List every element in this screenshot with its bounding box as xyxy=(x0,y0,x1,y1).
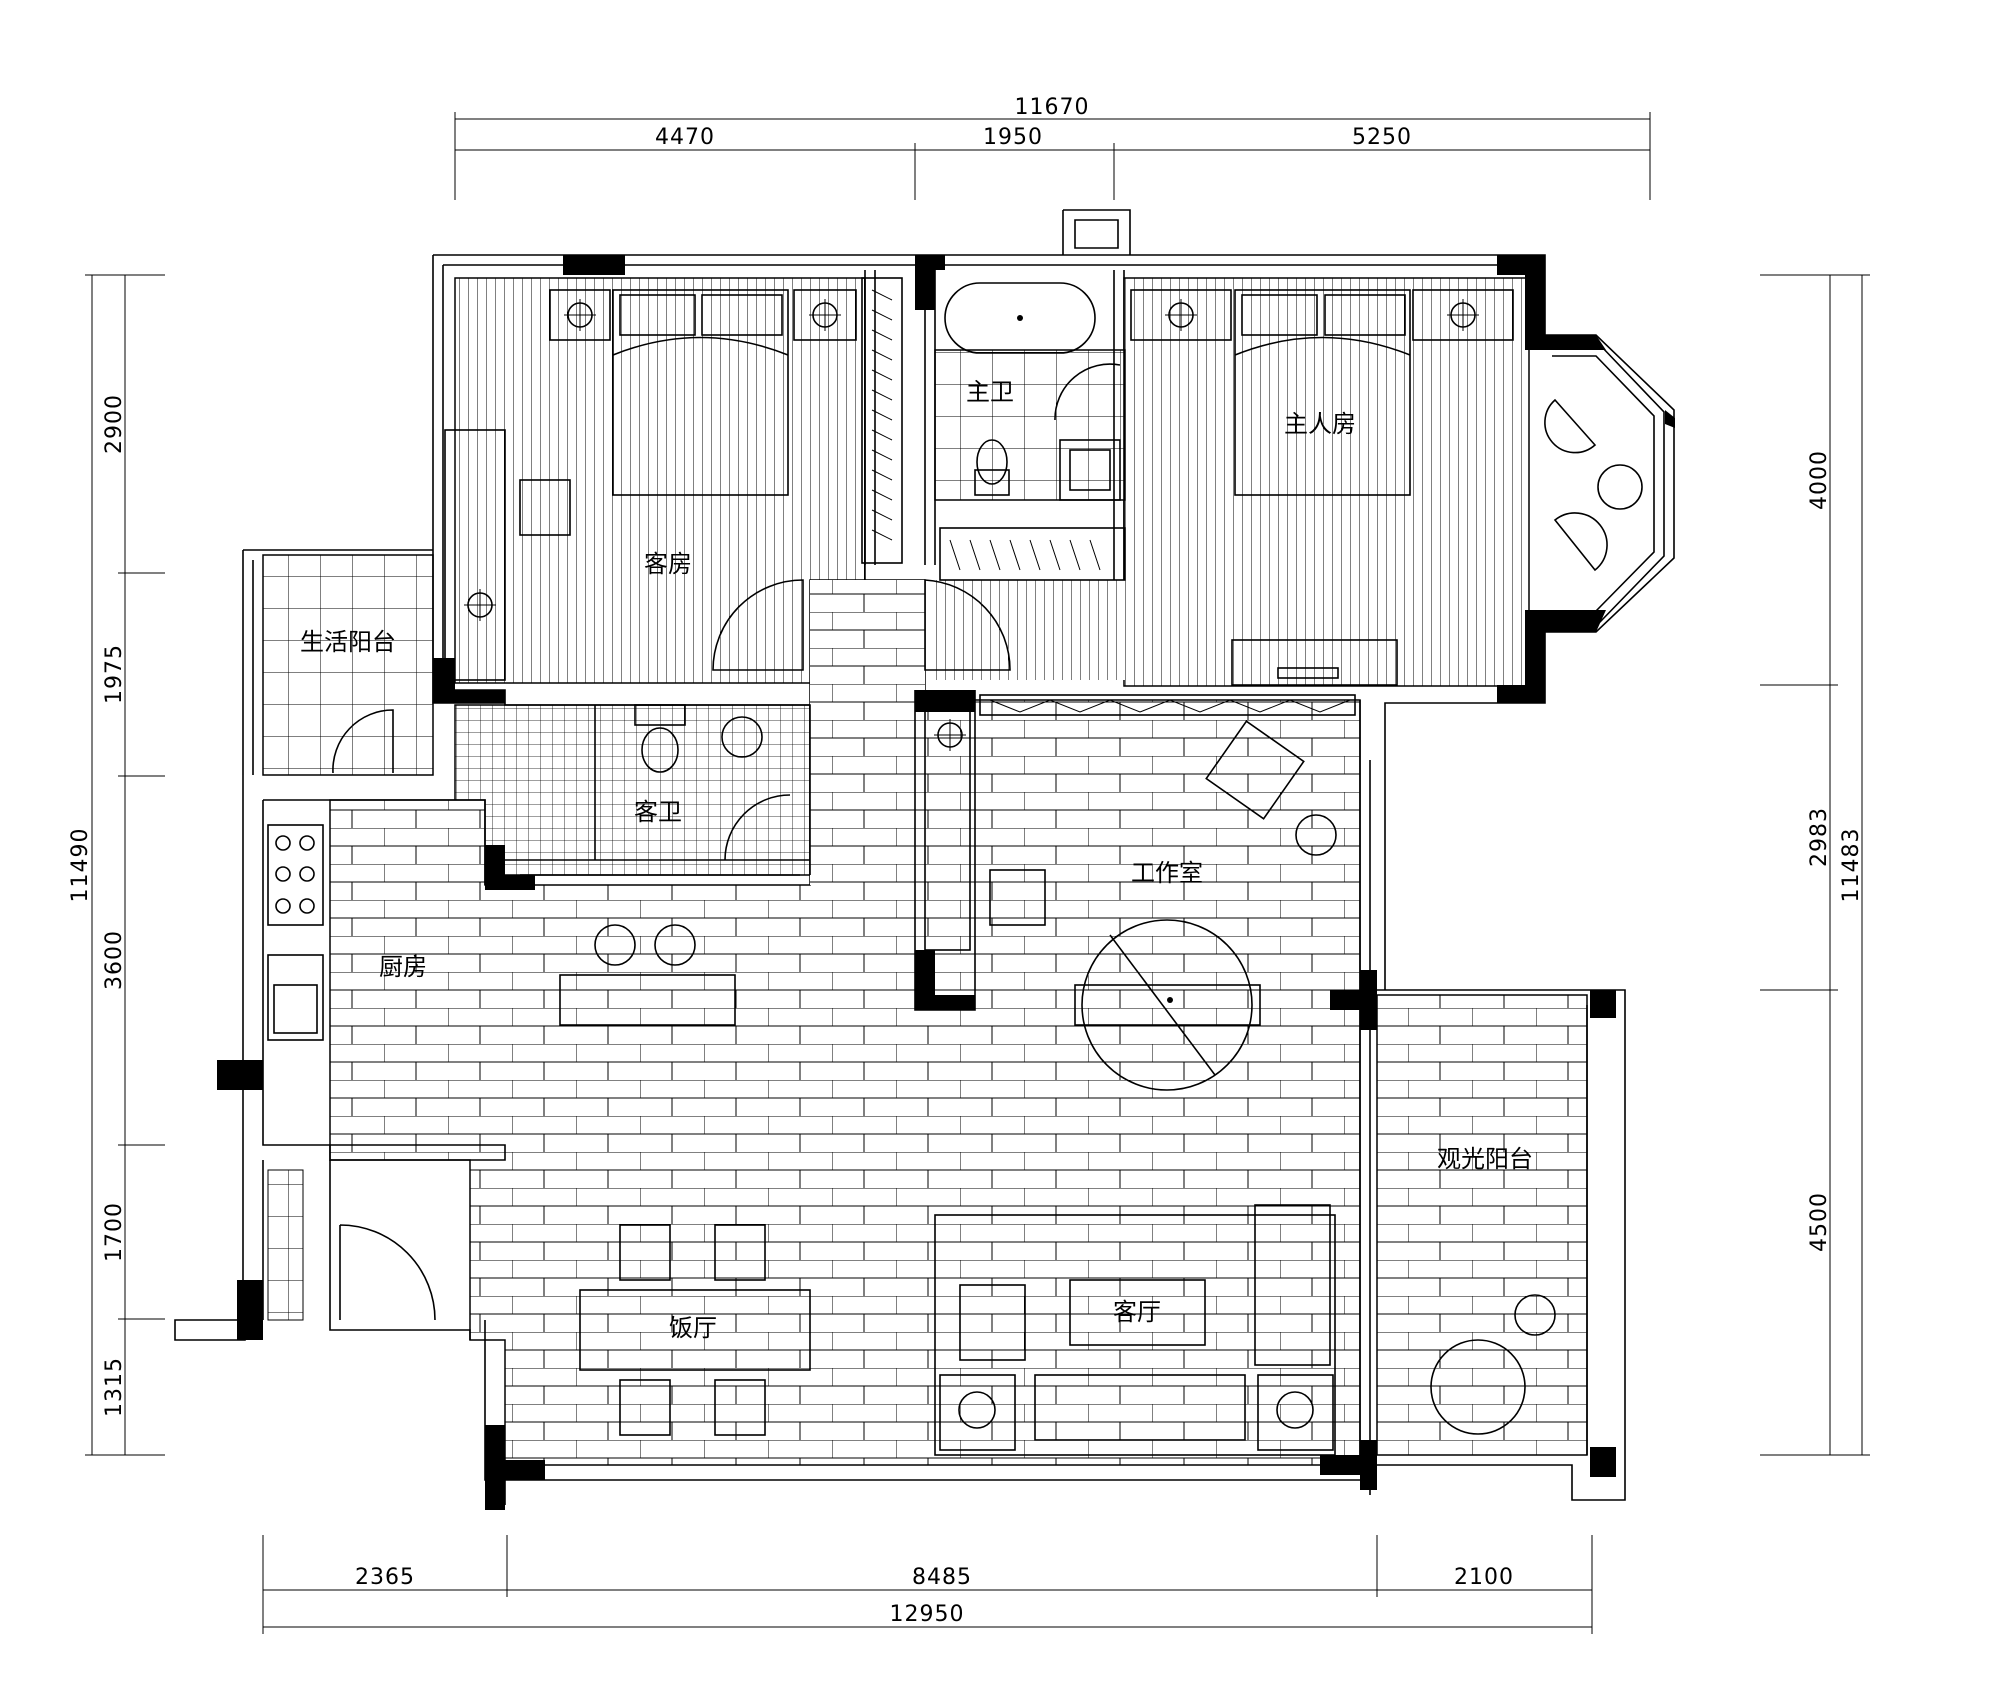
room-label-study: 工作室 xyxy=(1131,859,1203,887)
dim-right-total: 11483 xyxy=(1839,828,1864,903)
dim-bottom-1: 2365 xyxy=(355,1565,415,1590)
dim-top-1: 4470 xyxy=(655,125,715,150)
dim-top-2: 1950 xyxy=(983,125,1043,150)
room-label-dining: 饭厅 xyxy=(669,1314,717,1342)
guest-room-furniture xyxy=(444,277,903,681)
dim-left-2: 1975 xyxy=(102,644,127,704)
room-label-guest-room: 客房 xyxy=(644,550,692,578)
room-label-utility-balcony: 生活阳台 xyxy=(300,628,396,656)
master-bath-furniture xyxy=(939,282,1126,581)
doors xyxy=(332,579,1011,774)
room-label-kitchen: 厨房 xyxy=(379,953,427,981)
guest-bath-furniture xyxy=(594,704,791,861)
room-label-master-bedroom: 主人房 xyxy=(1284,410,1356,438)
dim-bottom-2: 8485 xyxy=(912,1565,972,1590)
dim-top-total: 11670 xyxy=(1015,95,1090,120)
wall-columns xyxy=(217,255,1675,1510)
dining-furniture xyxy=(339,1224,811,1436)
dim-left-5: 1315 xyxy=(102,1357,127,1417)
dimension-lines xyxy=(85,112,1870,1634)
living-furniture xyxy=(934,1204,1336,1456)
dim-right-3: 4500 xyxy=(1807,1192,1832,1252)
balcony-furniture xyxy=(1430,1294,1556,1435)
dim-right-2: 2983 xyxy=(1807,807,1832,867)
room-label-living: 客厅 xyxy=(1113,1298,1161,1326)
dim-top-3: 5250 xyxy=(1352,125,1412,150)
dim-left-3: 3600 xyxy=(102,930,127,990)
floor-fills xyxy=(262,277,1588,1466)
room-label-view-balcony: 观光阳台 xyxy=(1437,1145,1533,1173)
dim-left-total: 11490 xyxy=(68,828,93,903)
dim-right-1: 4000 xyxy=(1807,450,1832,510)
dim-left-4: 1700 xyxy=(102,1202,127,1262)
master-bedroom-furniture xyxy=(1130,289,1643,686)
dim-bottom-3: 2100 xyxy=(1454,1565,1514,1590)
dim-left-1: 2900 xyxy=(102,394,127,454)
kitchen-furniture xyxy=(267,824,736,1041)
room-label-master-bath: 主卫 xyxy=(966,378,1014,406)
study-furniture xyxy=(924,694,1356,1091)
room-label-guest-bath: 客卫 xyxy=(634,798,682,826)
dim-bottom-total: 12950 xyxy=(890,1602,965,1627)
